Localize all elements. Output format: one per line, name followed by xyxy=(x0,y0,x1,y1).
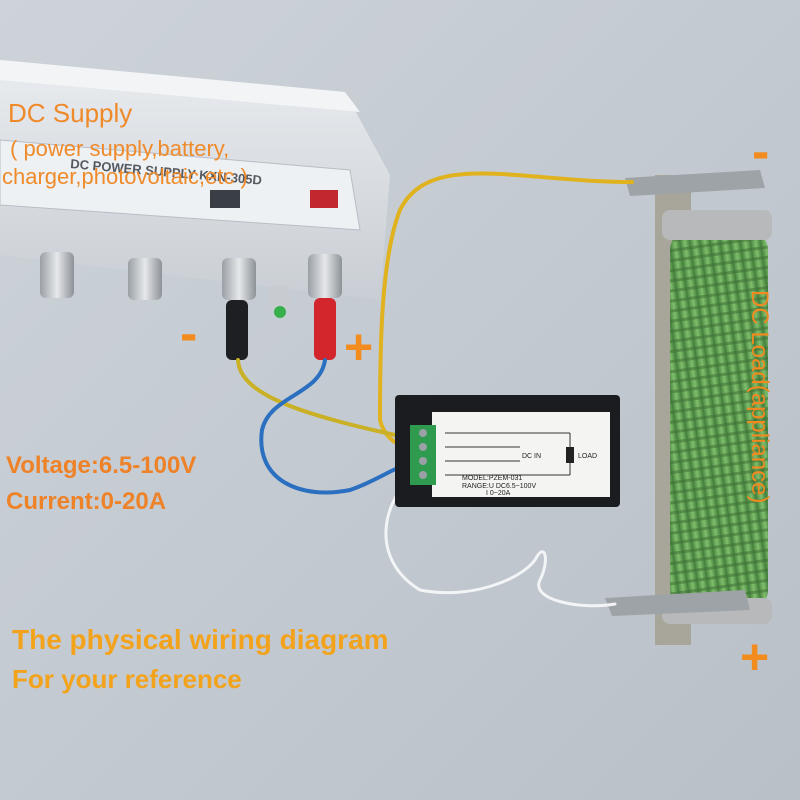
supply-description-line2: charger,photovoltaic,etc ) xyxy=(2,164,248,189)
wires xyxy=(236,171,634,608)
voltage-spec: Voltage:6.5-100V xyxy=(6,452,197,479)
red-binding-post xyxy=(314,298,336,360)
supply-plus-sign: + xyxy=(344,319,374,375)
supply-description-line1: ( power supply,battery, xyxy=(10,136,230,161)
power-supply-device: DC POWER SUPPLY KXN-305D xyxy=(0,60,390,360)
yellow-wire xyxy=(377,171,634,450)
supply-title: DC Supply xyxy=(8,98,133,128)
black-binding-post xyxy=(226,300,248,360)
load-minus-sign: - xyxy=(752,123,770,181)
load-label: DC Load(appliance) xyxy=(746,290,773,504)
caption-subtitle: For your reference xyxy=(12,664,242,694)
blue-wire xyxy=(259,358,420,495)
meter-dc-in-label: DC IN xyxy=(522,453,541,460)
meter-module: DC IN LOAD MODEL:PZEM-031 RANGE:U DC6.5~… xyxy=(395,395,620,507)
caption-title: The physical wiring diagram xyxy=(12,624,389,655)
supply-knobs xyxy=(40,252,342,318)
current-spec: Current:0-20A xyxy=(6,488,167,515)
meter-range-voltage: RANGE:U DC6.5~100V xyxy=(462,483,536,490)
supply-minus-sign: - xyxy=(180,305,198,363)
meter-model-label: MODEL:PZEM-031 xyxy=(462,475,522,482)
load-plus-sign: + xyxy=(740,629,770,685)
load-resistor xyxy=(605,170,772,645)
meter-load-label: LOAD xyxy=(578,453,597,460)
meter-range-current: I 0~20A xyxy=(486,490,511,497)
white-wire xyxy=(384,470,617,608)
